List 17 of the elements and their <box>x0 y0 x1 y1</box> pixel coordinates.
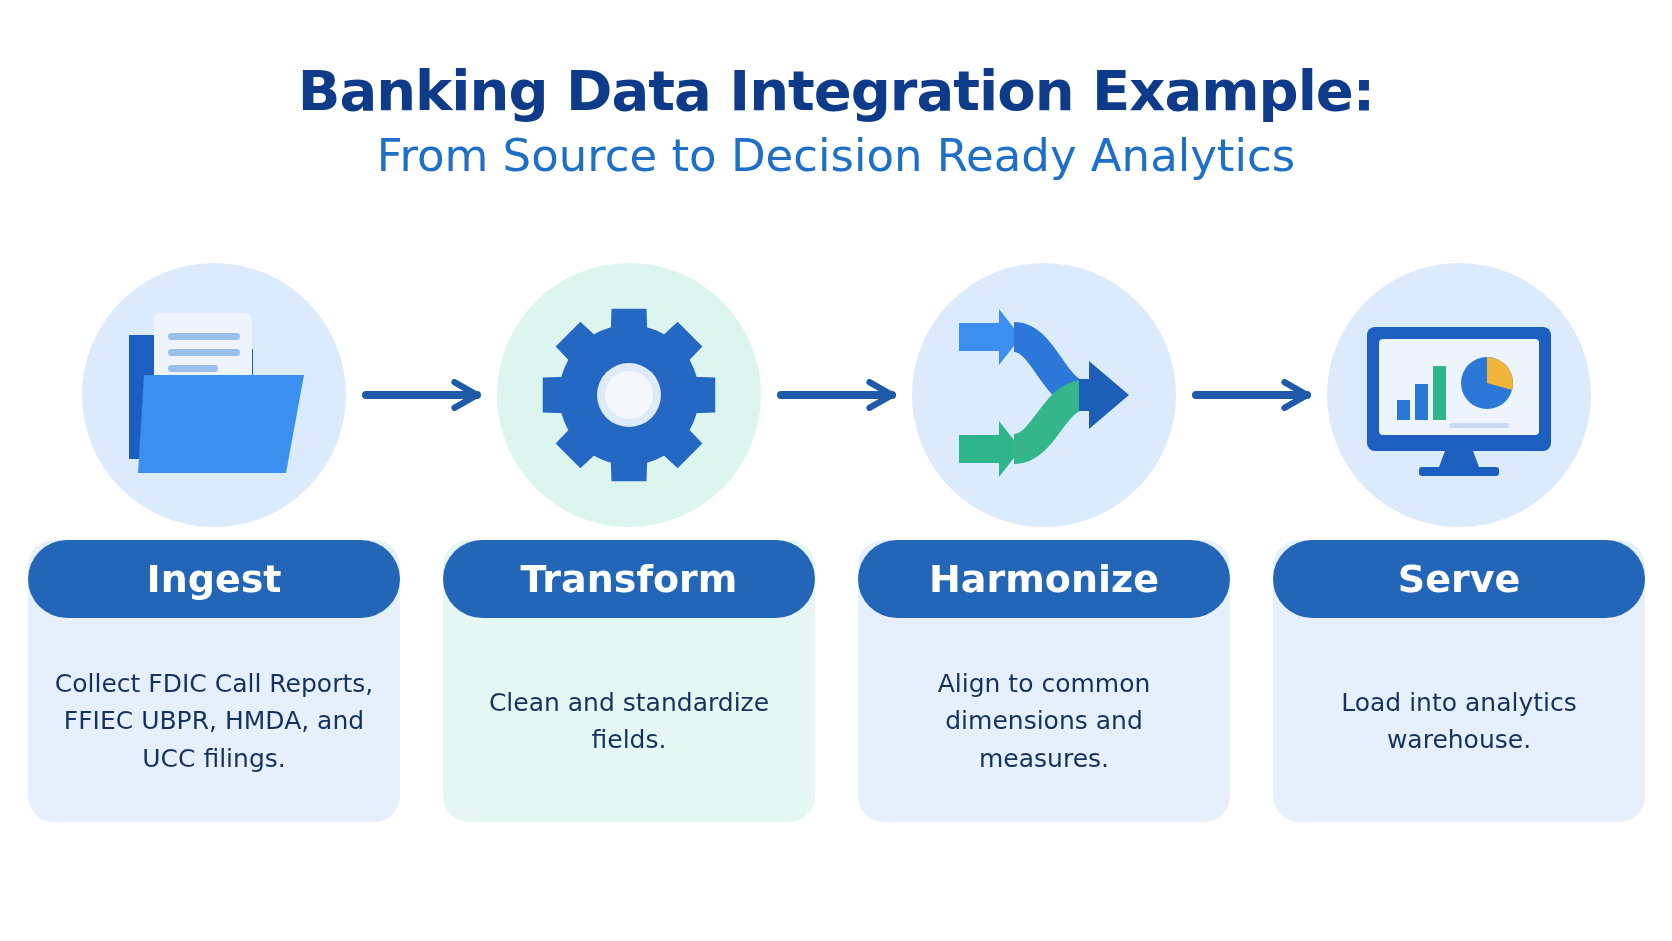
step-card <box>1273 540 1645 822</box>
step-description: Align to common dimensions and measures. <box>936 667 1152 775</box>
subtitle: From Source to Decision Ready Analytics <box>376 129 1296 182</box>
step-description: Collect FDIC Call Reports, FFIEC UBPR, HMDA, and UCC filings. <box>53 667 375 775</box>
step-heading: Ingest <box>28 540 400 618</box>
step-card <box>858 540 1230 822</box>
step-heading: Harmonize <box>858 540 1230 618</box>
step-description: Load into analytics warehouse. <box>1340 686 1578 756</box>
step-card <box>28 540 400 822</box>
step-description: Clean and standardize fields. <box>487 686 771 756</box>
arrow <box>1192 379 1311 411</box>
step-heading: Serve <box>1273 540 1645 618</box>
step-card <box>443 540 815 822</box>
arrow <box>362 379 481 411</box>
arrow <box>777 379 896 411</box>
title: Banking Data Integration Example: <box>297 58 1375 123</box>
step-heading: Transform <box>443 540 815 618</box>
